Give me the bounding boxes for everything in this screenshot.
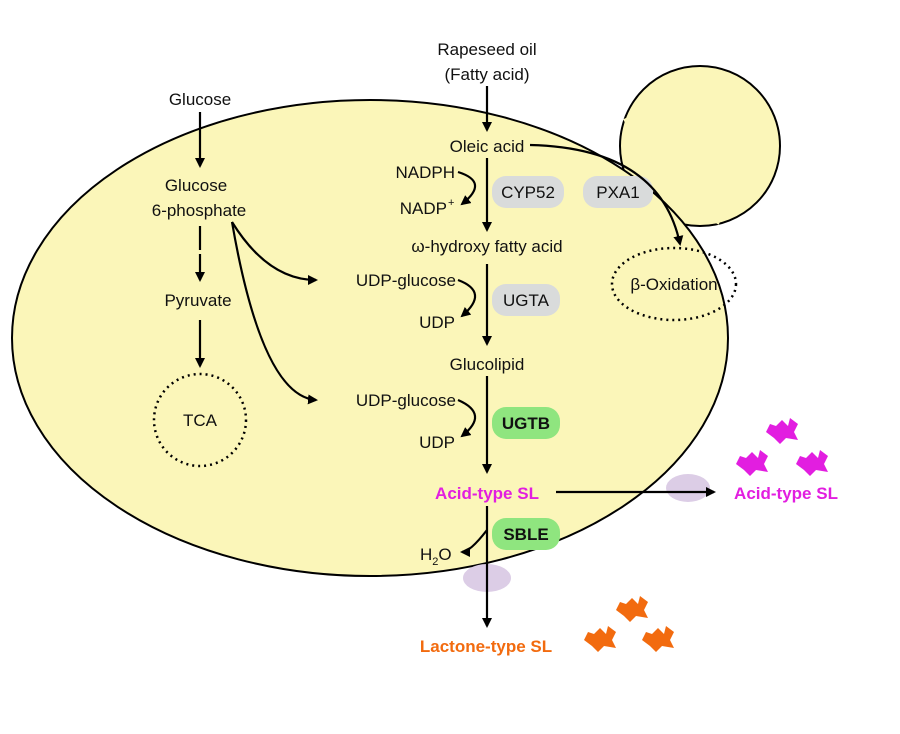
oleic-acid-label: Oleic acid <box>450 137 525 156</box>
lactone-sl-molecule-icon <box>642 626 674 652</box>
ugta-label: UGTA <box>503 291 550 310</box>
glucose-label: Glucose <box>169 90 231 109</box>
udp-glucose-label-1: UDP-glucose <box>356 271 456 290</box>
acid-sl-molecule-icon <box>796 450 828 476</box>
rapeseed-oil-label: Rapeseed oil <box>437 40 536 59</box>
udp-glucose-label-2: UDP-glucose <box>356 391 456 410</box>
nadp-text: NADP <box>400 199 447 218</box>
pxa1-enzyme-box <box>583 176 653 208</box>
hydroxy-fatty-acid-label: ω-hydroxy fatty acid <box>411 237 562 256</box>
arrow-g6p-to-udpglc2 <box>230 221 318 405</box>
sble-label: SBLE <box>503 525 548 544</box>
ugtb-enzyme-box <box>492 407 560 439</box>
lactone-sl-molecule-icon <box>616 596 648 622</box>
glucose-6p-label-line1: Glucose <box>165 176 227 195</box>
udp-label-2: UDP <box>419 433 455 452</box>
acid-sl-molecule-icon <box>766 418 798 444</box>
lactone-sl-molecule-icon <box>584 626 616 652</box>
tca-compartment <box>152 372 248 468</box>
acid-sl-molecule-icon <box>736 450 768 476</box>
fatty-acid-label: (Fatty acid) <box>444 65 529 84</box>
acid-sl-transporter <box>666 474 710 502</box>
beta-oxidation-compartment <box>610 246 738 322</box>
yeast-cell <box>11 65 781 577</box>
arrow-oleic-to-betaox <box>529 143 684 246</box>
pxa1-label: PXA1 <box>596 183 639 202</box>
arrow-udpglc1-curve <box>457 278 477 318</box>
arrow-udpglc2-curve <box>457 398 477 438</box>
sble-enzyme-box <box>492 518 560 550</box>
lactone-sl-label: Lactone-type SL <box>420 637 552 656</box>
nadp-superscript: + <box>448 197 454 209</box>
lactone-sl-molecules <box>584 596 674 652</box>
beta-oxidation-label: β-Oxidation <box>630 275 717 294</box>
arrow-h2o-curve <box>460 529 488 557</box>
pathway-arrows <box>195 86 716 628</box>
acid-sl-molecules <box>736 418 828 476</box>
ugtb-label: UGTB <box>502 414 550 433</box>
cyp52-enzyme-box <box>492 176 564 208</box>
arrow-g6p-to-udpglc1 <box>231 221 318 285</box>
cyp52-label: CYP52 <box>501 183 555 202</box>
pyruvate-label: Pyruvate <box>164 291 231 310</box>
nadp-label: NADP <box>400 199 447 218</box>
h2o-label: H2O <box>420 545 452 568</box>
tca-label: TCA <box>183 411 218 430</box>
udp-label-1: UDP <box>419 313 455 332</box>
acid-sl-outside-label: Acid-type SL <box>734 484 838 503</box>
ugta-enzyme-box <box>492 284 560 316</box>
acid-sl-inside-label: Acid-type SL <box>435 484 539 503</box>
glucolipid-label: Glucolipid <box>450 355 525 374</box>
h2o-h: H <box>420 545 432 564</box>
h2o-subscript: 2 <box>432 556 438 568</box>
bud-junction <box>623 116 722 225</box>
h2o-o: O <box>438 545 451 564</box>
bud-cell <box>619 65 781 227</box>
arrow-nadph-curve <box>457 170 477 206</box>
nadph-label: NADPH <box>395 163 455 182</box>
glucose-6p-label-line2: 6-phosphate <box>152 201 247 220</box>
mother-cell <box>11 99 729 577</box>
